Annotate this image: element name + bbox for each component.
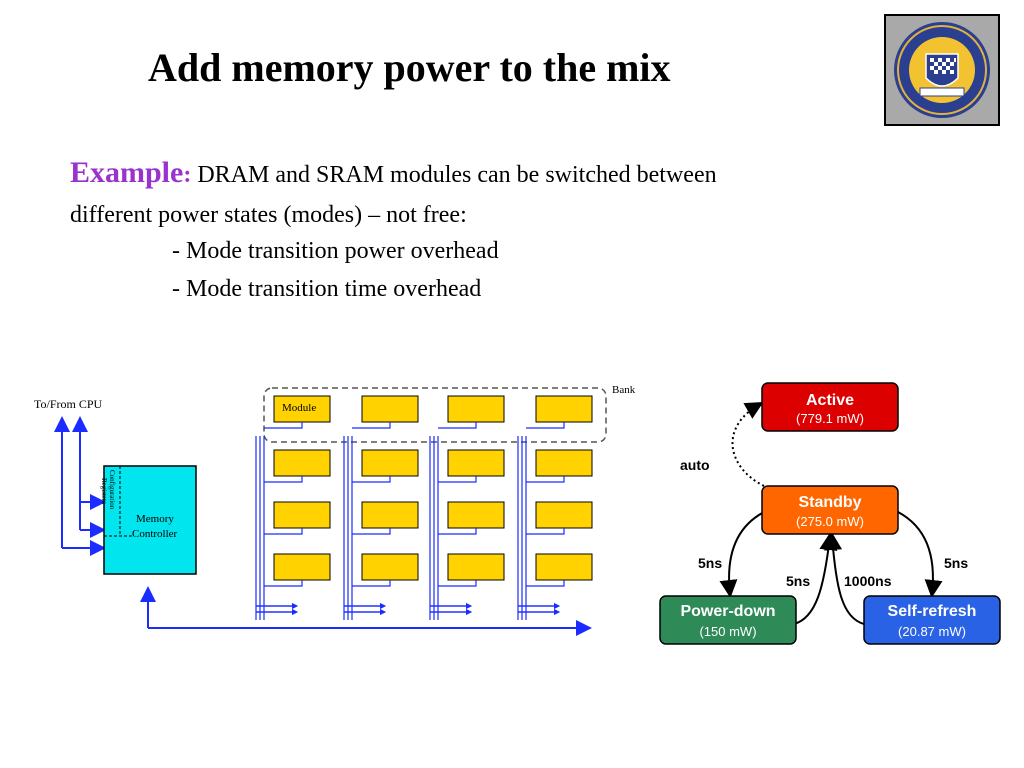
bank-label: Bank	[612, 384, 636, 396]
state-active-power: (779.1 mW)	[796, 411, 864, 426]
example-line-1: Example: DRAM and SRAM modules can be sw…	[70, 156, 717, 190]
memory-module	[361, 449, 419, 477]
module-wire	[264, 476, 303, 483]
module-wire	[526, 422, 565, 429]
memory-module	[361, 553, 419, 581]
memory-module	[361, 395, 419, 423]
collector-arrowhead	[380, 609, 386, 615]
state-active: Active (779.1 mW)	[761, 382, 899, 432]
example-label: Example	[70, 156, 184, 189]
memory-module	[273, 553, 331, 581]
university-seal-logo	[884, 14, 1000, 126]
module-grid	[255, 395, 593, 620]
module-label: Module	[282, 402, 316, 414]
example-text-line-2: different power states (modes) – not fre…	[70, 202, 467, 228]
selfrefresh-to-standby-arrow	[824, 532, 865, 625]
bank-outline	[263, 387, 607, 443]
memory-module	[535, 553, 593, 581]
config-label-2: Registers	[100, 478, 108, 504]
module-wire	[438, 580, 477, 587]
powerdown-to-standby-label: 5ns	[786, 573, 810, 589]
module-wire	[526, 528, 565, 535]
standby-to-powerdown-label: 5ns	[698, 555, 722, 571]
state-self-refresh-power: (20.87 mW)	[898, 624, 966, 639]
module-wire	[264, 580, 303, 587]
module-wire	[526, 476, 565, 483]
standby-to-powerdown-arrow	[719, 511, 765, 598]
standby-to-selfrefresh-label: 5ns	[944, 555, 968, 571]
collector-arrowhead	[554, 609, 560, 615]
memory-module	[447, 501, 505, 529]
memory-architecture-diagram: To/From CPU Bank Memory Controller Confi…	[34, 384, 636, 636]
state-power-down-name: Power-down	[680, 603, 775, 620]
powerdown-to-standby-arrow	[793, 532, 838, 625]
collector-arrowhead	[466, 603, 472, 609]
state-self-refresh-name: Self-refresh	[888, 603, 977, 620]
cpu-bus-lines	[54, 416, 592, 636]
memory-module	[447, 553, 505, 581]
memory-module	[535, 395, 593, 423]
module-wire	[438, 476, 477, 483]
state-active-name: Active	[806, 392, 854, 409]
memory-module	[535, 449, 593, 477]
bullet-time-overhead: - Mode transition time overhead	[172, 276, 482, 302]
state-power-down-power: (150 mW)	[699, 624, 756, 639]
config-label-1: Configuration	[108, 470, 116, 510]
collector-arrowhead	[466, 609, 472, 615]
module-wire	[438, 528, 477, 535]
module-wire	[352, 422, 391, 429]
module-wire	[352, 476, 391, 483]
memory-controller	[103, 465, 197, 575]
memory-module	[535, 501, 593, 529]
module-wire	[264, 422, 303, 429]
state-standby: Standby (275.0 mW)	[761, 485, 899, 535]
selfrefresh-to-standby-label: 1000ns	[844, 573, 892, 589]
slide-title: Add memory power to the mix	[148, 45, 671, 90]
module-wire	[526, 580, 565, 587]
collector-arrowhead	[292, 603, 298, 609]
module-wire	[352, 528, 391, 535]
power-state-machine: auto 5ns 5ns 1000ns 5ns Active (779.1 mW…	[659, 382, 1001, 645]
state-standby-name: Standby	[798, 494, 861, 511]
module-wire	[352, 580, 391, 587]
state-self-refresh: Self-refresh (20.87 mW)	[863, 595, 1001, 645]
bullet-power-overhead: - Mode transition power overhead	[172, 238, 499, 264]
module-wire	[438, 422, 477, 429]
memory-module	[273, 501, 331, 529]
example-text-line-1: DRAM and SRAM modules can be switched be…	[191, 162, 717, 188]
collector-arrowhead	[554, 603, 560, 609]
memory-module	[273, 449, 331, 477]
memory-module	[447, 395, 505, 423]
auto-label: auto	[680, 457, 710, 473]
collector-arrowhead	[380, 603, 386, 609]
controller-label-2: Controller	[132, 528, 178, 540]
auto-transition-arrow	[731, 402, 765, 487]
state-standby-power: (275.0 mW)	[796, 514, 864, 529]
standby-to-selfrefresh-arrow	[897, 511, 943, 598]
memory-module	[361, 501, 419, 529]
cpu-label: To/From CPU	[34, 397, 103, 411]
collector-arrowhead	[292, 609, 298, 615]
module-wire	[264, 528, 303, 535]
example-colon: :	[183, 162, 192, 188]
state-power-down: Power-down (150 mW)	[659, 595, 797, 645]
controller-label-1: Memory	[136, 513, 174, 525]
memory-module	[447, 449, 505, 477]
